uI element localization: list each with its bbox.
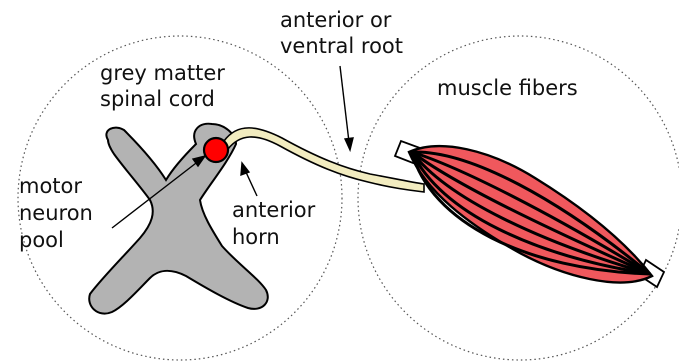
- motor-neuron-pool: [204, 138, 228, 162]
- label-muscle-fibers: muscle fibers: [437, 76, 578, 100]
- label-ventral-root-line1: anterior or: [280, 8, 392, 32]
- anterior-horn-arrow-line: [245, 170, 257, 196]
- label-spinal-cord: spinal cord: [100, 87, 215, 111]
- label-grey-matter: grey matter: [100, 61, 225, 85]
- label-anterior-horn-line1: anterior: [232, 198, 316, 222]
- ventral-root-nerve: [224, 128, 424, 192]
- label-motor: motor: [19, 174, 82, 198]
- anterior-horn-arrow-head: [241, 163, 249, 175]
- label-pool: pool: [19, 228, 64, 252]
- ventral-root-arrow-head: [345, 138, 353, 150]
- label-ventral-root-line2: ventral root: [280, 34, 403, 58]
- label-neuron: neuron: [19, 201, 93, 225]
- ventral-root-arrow-line: [340, 66, 349, 142]
- label-anterior-horn-line2: horn: [232, 225, 280, 249]
